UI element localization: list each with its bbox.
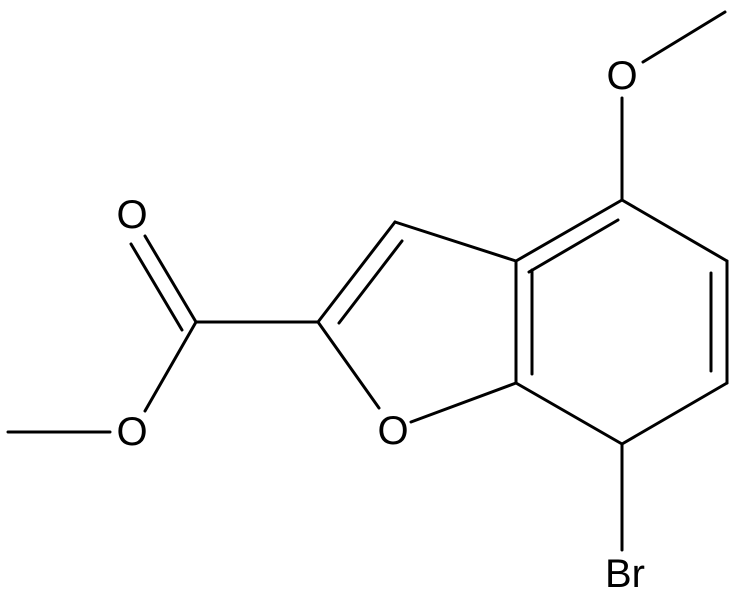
bond-c7-c7a xyxy=(514,381,624,446)
bond-c6-c7 xyxy=(620,381,729,446)
bromine-label: Br xyxy=(605,552,645,596)
bond-c3a-c4 xyxy=(514,198,624,263)
bond-c4-c5 xyxy=(620,198,729,263)
bond-c3a-c4-inner xyxy=(527,218,620,274)
bond-ester-c-o-carbonyl xyxy=(143,234,198,324)
bond-c2-o1 xyxy=(316,320,381,410)
bond-c3-c2 xyxy=(316,220,397,324)
bond-o1-c7a xyxy=(409,381,518,424)
ring-oxygen-label: O xyxy=(377,409,408,453)
bond-methoxy-methyl xyxy=(641,10,727,64)
bond-c3a-c3 xyxy=(393,220,518,263)
methoxy-oxygen-label: O xyxy=(606,54,637,98)
bond-c3-c2-inner xyxy=(337,239,404,325)
bond-ester-c-o-single xyxy=(143,320,198,413)
ester-oxygen-label: O xyxy=(116,410,147,454)
bond-ester-c-o-carbonyl-2 xyxy=(129,242,184,332)
carbonyl-oxygen-label: O xyxy=(116,193,147,237)
